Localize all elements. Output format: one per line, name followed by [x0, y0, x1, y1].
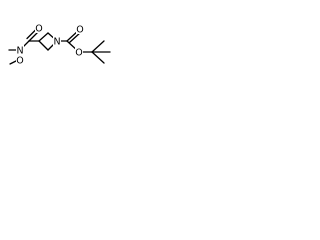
- mask-methoxy-o: [16, 55, 24, 65]
- boc-group: [56, 29, 111, 64]
- mask-amide-n: [16, 45, 24, 55]
- atom-labels: N O O O N O: [16, 24, 83, 67]
- atom-label-carbamate-o: O: [76, 25, 83, 36]
- atom-label-amide-n: N: [16, 46, 23, 57]
- atom-label-masks: [16, 23, 84, 65]
- atom-label-ester-o: O: [75, 48, 82, 59]
- atom-label-amide-o: O: [35, 24, 42, 35]
- bond-ring-c3-c2: [38, 32, 49, 42]
- bond-tbu-methyl-2: [91, 51, 105, 64]
- atom-label-ring-n: N: [53, 37, 60, 48]
- bond-ring-c4-c3: [38, 40, 49, 51]
- mask-carbamate-o: [76, 24, 84, 34]
- bond-tbu-methyl-1: [91, 40, 105, 53]
- atom-label-methoxy-o: O: [16, 56, 23, 67]
- molecule-diagram: N O O O N O: [8, 23, 111, 67]
- mask-amide-o: [35, 23, 43, 33]
- mask-ester-o: [75, 47, 83, 57]
- mask-ring-n: [53, 36, 61, 46]
